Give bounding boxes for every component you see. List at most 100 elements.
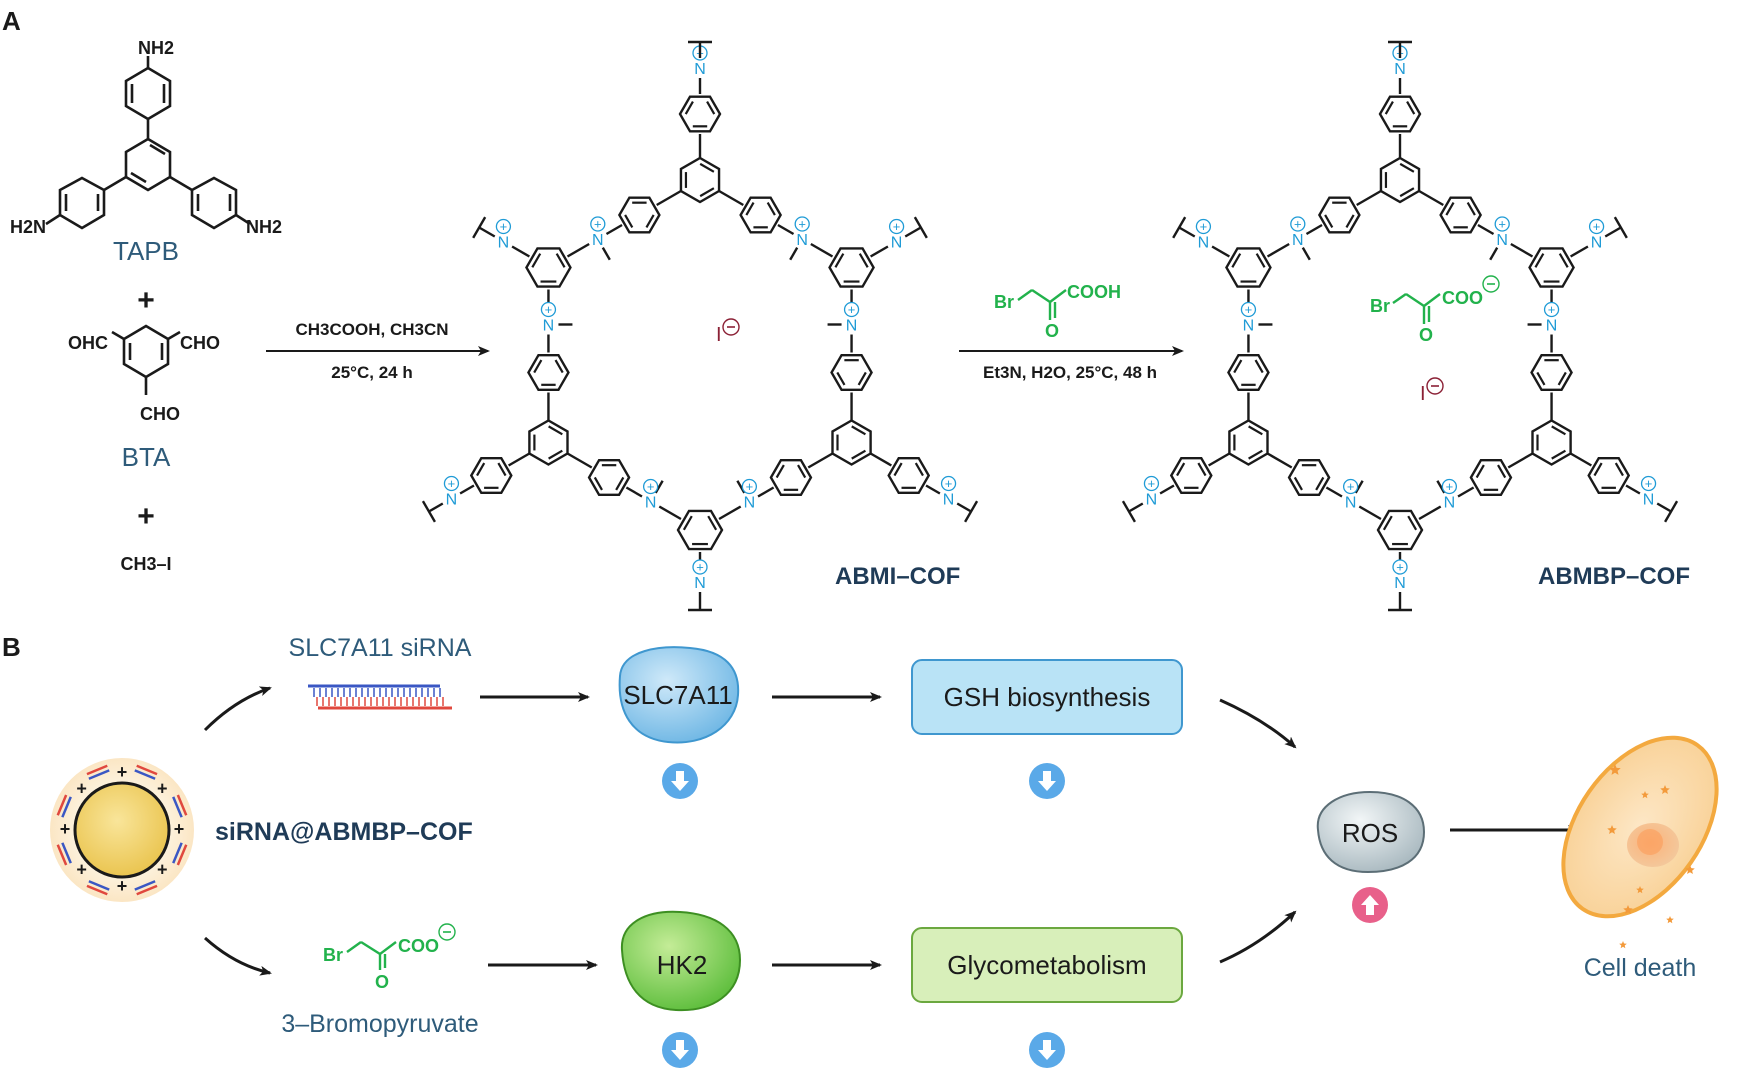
positive-charge-sign: + <box>594 217 602 232</box>
plus-sign-2: + <box>137 500 155 533</box>
tapb-amine-top: NH2 <box>138 38 174 58</box>
positive-charge-icon <box>1543 301 1560 318</box>
phenyl-extension-ring <box>1169 456 1213 495</box>
bp-carbonyl-o: O <box>375 972 389 992</box>
positive-charge-sign: + <box>696 560 704 575</box>
arrow-gsh-to-ros <box>1219 698 1297 749</box>
ros-star-icon <box>1666 916 1674 924</box>
cof1-name: ABMI–COF <box>835 563 960 590</box>
nitrogen-label: N <box>1345 495 1357 512</box>
ros-star-icon <box>1685 865 1695 875</box>
nitrogen-label: N <box>1146 492 1158 509</box>
bta-core-ring <box>1225 247 1272 288</box>
bromopyruvic-acid-structure <box>1017 289 1067 320</box>
bromopyruvate-label: 3–Bromopyruvate <box>281 1010 478 1038</box>
gsh-down-arrow-circle-icon <box>1029 763 1065 799</box>
surface-charge-plus: + <box>174 819 185 839</box>
arrow-np-to-bromopyruvate <box>203 936 272 976</box>
glyco-box <box>911 927 1183 1003</box>
nitrogen-label: N <box>796 232 808 249</box>
tapb-core-ring <box>679 156 721 204</box>
ros-star-icon <box>1636 886 1644 894</box>
bta-aldehyde-bottom: CHO <box>140 404 180 424</box>
truncation-mark <box>964 500 979 523</box>
bp-br: Br <box>323 945 343 965</box>
nitrogen-label: N <box>694 575 706 592</box>
hk2-blob <box>620 910 742 1012</box>
nitrogen-label: N <box>446 492 458 509</box>
ros-up-arrow-circle-icon <box>1352 887 1388 923</box>
nitrogen-label: N <box>1198 235 1210 252</box>
tapb-amine-left: H2N <box>10 217 46 237</box>
positive-charge-icon <box>794 216 810 232</box>
positive-charge-icon <box>888 218 905 235</box>
positive-charge-icon <box>540 301 557 318</box>
step1-conditions-bottom: 25°C, 24 h <box>331 363 412 382</box>
nitrogen-label: N <box>498 235 510 252</box>
truncation-mark <box>1121 500 1136 523</box>
gsh-box <box>911 659 1183 735</box>
surface-charge-plus: + <box>76 779 87 799</box>
phenyl-linker-ring <box>739 196 783 234</box>
truncation-mark <box>913 216 928 239</box>
bta-core-ring <box>1376 509 1424 551</box>
tapb-core-ring <box>528 419 569 466</box>
surface-charge-plus: + <box>117 762 128 782</box>
bta-aldehyde-left: OHC <box>68 333 108 353</box>
arrow-glyco-to-ros <box>1219 910 1297 964</box>
arrow-np-to-sirna <box>203 686 272 732</box>
bp-coo: COO <box>398 936 439 956</box>
nanoparticle-label: siRNA@ABMBP–COF <box>215 818 473 846</box>
nitrogen-label: N <box>694 61 706 78</box>
positive-charge-icon <box>1143 475 1160 492</box>
truncation-mark <box>1613 216 1628 239</box>
gsh-label: GSH biosynthesis <box>944 682 1151 712</box>
positive-charge-icon <box>1588 218 1605 235</box>
positive-charge-icon <box>1342 478 1359 495</box>
phenyl-extension-ring <box>887 456 931 495</box>
surface-charge-plus: + <box>60 819 71 839</box>
cof2-iodide: I <box>1420 383 1426 405</box>
bta-core-ring <box>828 247 875 288</box>
reagent-cooh: COOH <box>1067 282 1121 302</box>
positive-charge-icon <box>1240 301 1257 318</box>
phenyl-linker-ring <box>769 458 813 497</box>
bta-name: BTA <box>122 442 171 472</box>
phenyl-linker-ring <box>527 353 570 392</box>
positive-charge-sign: + <box>945 476 953 491</box>
glyco-down-arrow-circle-icon <box>1029 1032 1065 1068</box>
guest-carbonyl-o: O <box>1419 325 1433 345</box>
reagent-br: Br <box>994 292 1014 312</box>
tapb-structure <box>45 56 251 230</box>
phenyl-extension-ring <box>469 456 513 495</box>
nitrogen-label: N <box>943 492 955 509</box>
glyco-label: Glycometabolism <box>947 950 1146 980</box>
phenyl-linker-ring <box>830 353 873 392</box>
ros-star-icon <box>1609 764 1621 775</box>
plus-sign-1: + <box>137 284 155 317</box>
cof1-iodide-charge <box>722 318 740 336</box>
phenyl-linker-ring <box>1530 353 1573 392</box>
positive-charge-sign: + <box>746 479 754 494</box>
positive-charge-sign: + <box>1294 217 1302 232</box>
tapb-core-ring <box>1379 156 1421 204</box>
sirna-label: SLC7A11 siRNA <box>289 634 472 662</box>
ros-star-icon <box>1623 905 1633 915</box>
positive-charge-icon <box>843 301 860 318</box>
positive-charge-sign: + <box>798 217 806 232</box>
ros-star-icon <box>1607 825 1617 835</box>
phenyl-extension-ring <box>1587 456 1631 495</box>
guest-minus-charge <box>1482 275 1500 293</box>
surface-charge-plus: + <box>117 876 128 896</box>
phenyl-linker-ring <box>1469 458 1513 497</box>
hk2-label: HK2 <box>657 950 708 980</box>
positive-charge-icon <box>1640 475 1657 492</box>
positive-charge-sign: + <box>1396 560 1404 575</box>
positive-charge-icon <box>1392 559 1408 575</box>
cell-icon <box>1561 735 1719 949</box>
positive-charge-sign: + <box>848 302 856 317</box>
nitrogen-label: N <box>1591 235 1603 252</box>
positive-charge-sign: + <box>1645 476 1653 491</box>
positive-charge-sign: + <box>545 302 553 317</box>
